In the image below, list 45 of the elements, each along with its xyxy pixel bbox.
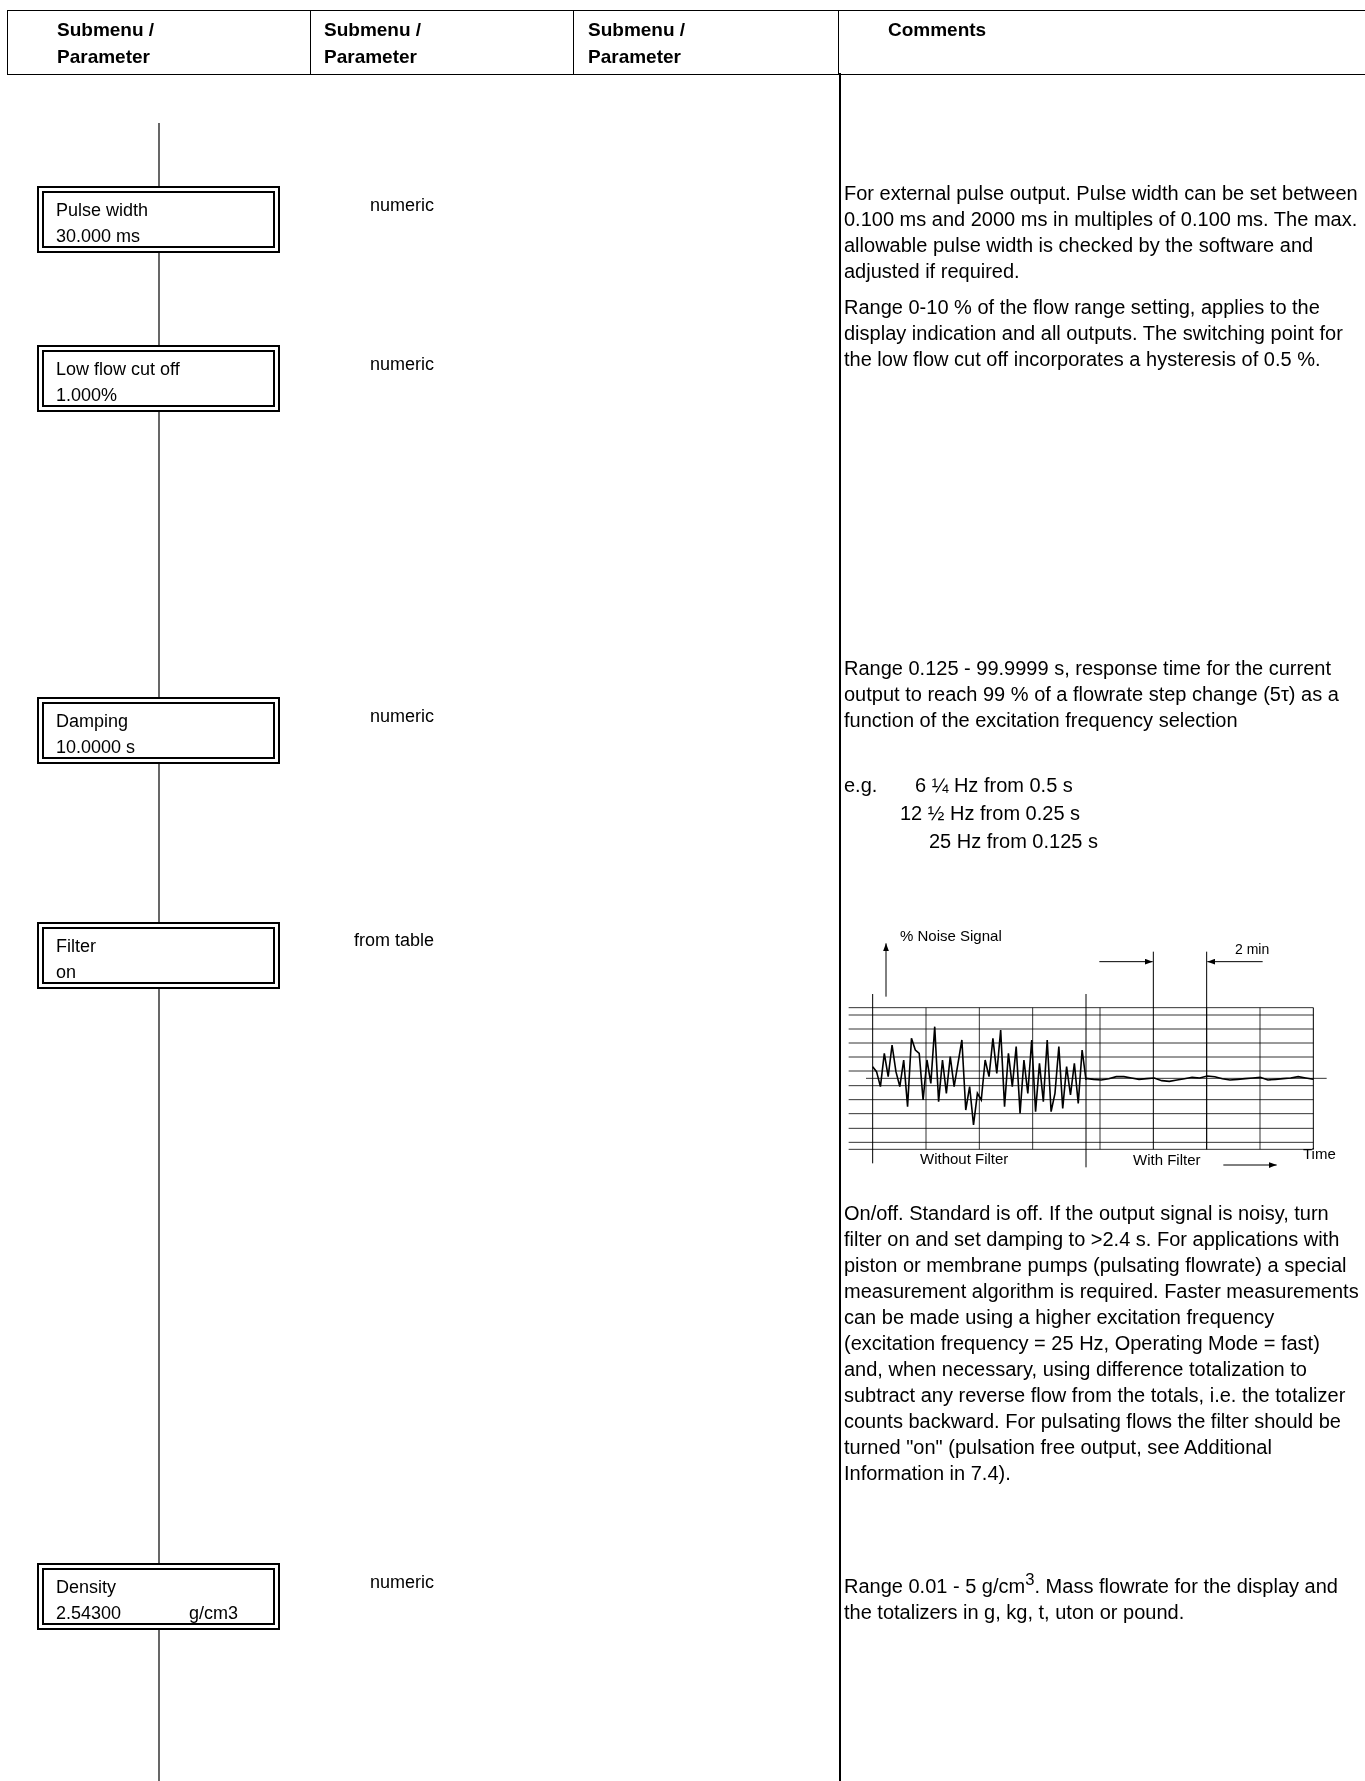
parameter-name: Damping (56, 710, 130, 733)
time-span-label: 2 min (1235, 940, 1270, 958)
connector-line (158, 763, 160, 923)
column-header: Comments (888, 18, 987, 42)
comment-text: On/off. Standard is off. If the output signal is noisy, turn filter on and set damping to >2.4 s. For applications with piston or membrane pumps (pulsating flowrate) a special measurement algorithm is required. Faster measurements can be made using a higher excitation frequency (excitation frequency = 25 Hz, Operating Mode = fast) and, when necessary, using difference totalization to subtract any reverse flow from the totals, i.e. the totalizer counts backward. For pulsating flows the filter should be turned "on" (pulsation free output, see Additional Information in 7.4). (844, 1201, 1360, 1486)
parameter-name: Low flow cut off (56, 358, 181, 381)
connector-line (158, 122, 160, 187)
parameter-display-box (37, 697, 280, 764)
comment-text: Range 0-10 % of the flow range setting, applies to the display indication and all outputs. The switching point for the low flow cut off incorporates a hysteresis of 0.5 %. (844, 295, 1344, 372)
connector-line (158, 1629, 160, 1781)
chart-label: Without Filter (920, 1150, 1009, 1168)
parameter-value: 30.000 ms (56, 225, 141, 248)
comment-text: For external pulse output. Pulse width can be set between 0.100 ms and 2000 ms in multiples of 0.100 ms. The max. allowable pulse width is checked by the software and adjusted if required. (844, 181, 1359, 284)
parameter-display-box (37, 345, 280, 412)
parameter-display-box (37, 186, 280, 253)
comment-text: 12 ½ Hz from 0.25 s (900, 801, 1081, 826)
comment-text: Range 0.01 - 5 g/cm$^{3}$. Mass flowrate for the display and the totalizers in g, kg, t, uton or pound. (844, 1569, 1339, 1625)
column-header: Submenu / Parameter (588, 18, 687, 69)
connector-line (158, 252, 160, 346)
comment-text: e.g. (844, 773, 878, 798)
parameter-value: g/cm3 (189, 1602, 239, 1625)
parameter-display-box (37, 922, 280, 989)
column-header: Submenu / Parameter (57, 18, 156, 69)
axis-label: Time (1303, 1145, 1336, 1163)
chart-label: With Filter (1133, 1151, 1201, 1169)
parameter-name: Filter (56, 935, 97, 958)
axis-label: % Noise Signal (900, 927, 1002, 945)
connector-line (158, 411, 160, 698)
value-type: from table (354, 929, 435, 951)
connector-line (158, 988, 160, 1564)
value-type: numeric (370, 1571, 435, 1593)
parameter-name: Density (56, 1576, 118, 1599)
parameter-display-box (37, 1563, 280, 1630)
value-type: numeric (370, 705, 435, 727)
value-type: numeric (370, 353, 435, 375)
parameter-value: 2.54300 (56, 1602, 122, 1625)
value-type: numeric (370, 194, 435, 216)
parameter-value: on (56, 961, 77, 984)
parameter-value: 1.000% (56, 384, 118, 407)
comment-text: 6 ¼ Hz from 0.5 s (915, 773, 1073, 798)
comment-text: Range 0.125 - 99.9999 s, response time for the current output to reach 99 % of a flowrate step change (5τ) as a function of the excitation frequency selection (844, 656, 1340, 733)
parameter-name: Pulse width (56, 199, 150, 222)
column-header: Submenu / Parameter (324, 18, 423, 69)
comment-text: 25 Hz from 0.125 s (929, 829, 1098, 854)
parameter-value: 10.0000 s (56, 736, 136, 759)
